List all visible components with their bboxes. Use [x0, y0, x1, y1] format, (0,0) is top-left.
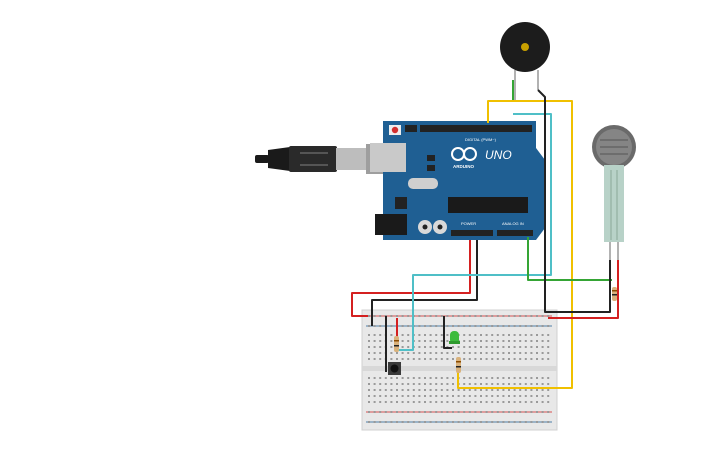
- wire-black-gnd[interactable]: [371, 240, 478, 326]
- analog-label: ANALOG IN: [502, 221, 524, 226]
- wires: [351, 80, 619, 389]
- resistor-led[interactable]: [456, 357, 461, 373]
- wire-black-led[interactable]: [443, 316, 452, 349]
- wire-yellow-led[interactable]: [457, 100, 573, 389]
- piezo-buzzer[interactable]: [500, 22, 550, 100]
- wire-red-5v[interactable]: [351, 240, 471, 317]
- wire-green-sensor[interactable]: [512, 80, 612, 281]
- power-label: POWER: [461, 221, 476, 226]
- usb-cable[interactable]: [255, 144, 386, 174]
- wire-red-sensor[interactable]: [548, 260, 619, 319]
- push-button[interactable]: [388, 362, 401, 375]
- arduino-uno[interactable]: UNO ARDUINO DIGITAL (PWM~) POWER ANALOG …: [370, 121, 545, 240]
- board-subbrand: ARDUINO: [453, 164, 474, 169]
- led[interactable]: [449, 331, 460, 344]
- power-header[interactable]: [451, 230, 493, 236]
- resistor-sensor[interactable]: [612, 287, 617, 301]
- analog-header[interactable]: [497, 230, 533, 236]
- board-brand: UNO: [485, 148, 512, 162]
- arduino-logo: [451, 147, 477, 161]
- wire-black-sensor[interactable]: [548, 260, 611, 313]
- atmega-chip: [448, 197, 528, 213]
- force-sensor[interactable]: [592, 125, 636, 260]
- digital-label: DIGITAL (PWM~): [465, 137, 497, 142]
- resistor-button[interactable]: [394, 336, 399, 352]
- digital-header[interactable]: [420, 125, 532, 132]
